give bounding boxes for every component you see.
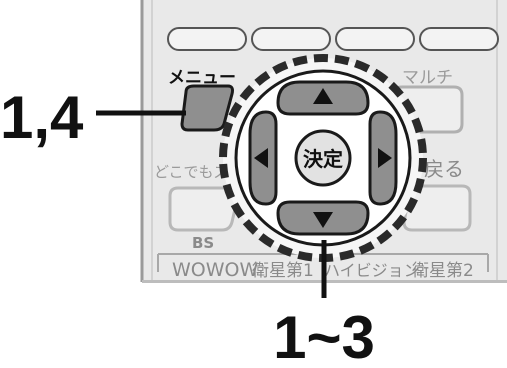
pill-button-3[interactable] <box>335 27 415 51</box>
channel-eisei-2: 衛星第2 <box>412 261 474 281</box>
bs-label: BS <box>192 234 214 252</box>
channel-hivision: ハイビジョン <box>324 261 420 280</box>
pill-button-1[interactable] <box>167 27 247 51</box>
ok-label: 決定 <box>303 147 343 171</box>
pill-button-2[interactable] <box>251 27 331 51</box>
multi-label: マルチ <box>402 68 453 88</box>
menu-label: メニュー <box>168 68 236 88</box>
dpad: 決定 <box>219 54 427 262</box>
menu-step-callout: 1,4 <box>0 84 84 151</box>
ok-button[interactable] <box>294 129 352 187</box>
channel-wowow: WOWOW <box>172 259 258 281</box>
back-label: 戻る <box>424 157 464 181</box>
anywhere-button[interactable] <box>168 186 240 232</box>
pill-button-4[interactable] <box>419 27 499 51</box>
arrow-right-icon <box>378 148 392 168</box>
arrow-down-icon <box>313 212 333 228</box>
top-pill-buttons <box>167 27 499 51</box>
menu-button[interactable] <box>180 84 234 132</box>
dpad-step-callout: 1~3 <box>273 304 375 364</box>
arrow-up-icon <box>313 88 333 104</box>
channel-eisei-1: 衛星第1 <box>252 261 314 281</box>
arrow-left-icon <box>254 148 268 168</box>
